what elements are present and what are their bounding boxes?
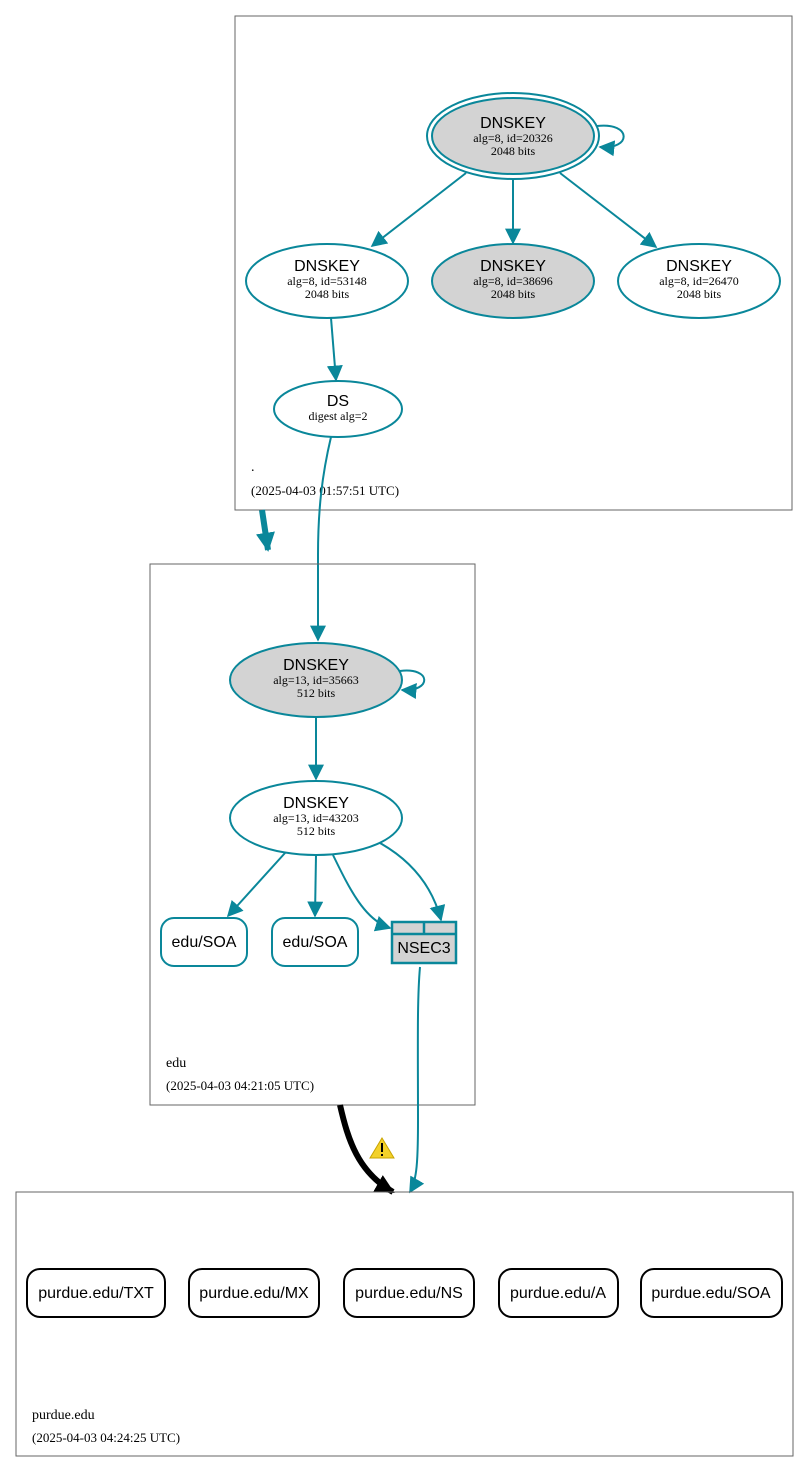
zone-edu-box — [149, 563, 476, 1106]
rrset-edu-soa-1-label: edu/SOA — [172, 934, 237, 951]
zone-root-name: . — [251, 460, 255, 475]
dnskey-edu-zsk[interactable]: DNSKEY alg=13, id=43203 512 bits — [229, 780, 403, 856]
ds-edu[interactable]: DS digest alg=2 — [273, 380, 403, 438]
dnskey-root-zsk-26470[interactable]: DNSKEY alg=8, id=26470 2048 bits — [617, 243, 781, 319]
dnskey-edu-ksk-alg: alg=13, id=35663 — [273, 673, 359, 687]
zone-root: . (2025-04-03 01:57:51 UTC) — [234, 15, 793, 511]
edge-root-ksk-self — [596, 124, 625, 157]
zone-root-box — [234, 15, 793, 511]
ds-edu-digest: digest alg=2 — [308, 409, 367, 423]
ds-edu-title: DS — [327, 393, 349, 410]
edge-nsec3-to-purdue — [409, 966, 425, 1194]
zone-root-timestamp: (2025-04-03 01:57:51 UTC) — [251, 483, 399, 498]
zone-purdue-box — [15, 1191, 794, 1457]
nsec3-record[interactable]: NSEC3 — [390, 920, 458, 965]
edge-delegation-root-edu — [255, 509, 275, 552]
rrset-purdue-a-label: purdue.edu/A — [510, 1285, 606, 1302]
edge-edu-ksk-self — [399, 669, 426, 699]
rrset-purdue-ns-label: purdue.edu/NS — [355, 1285, 463, 1302]
dnskey-edu-ksk-title: DNSKEY — [283, 657, 349, 674]
rrset-purdue-ns[interactable]: purdue.edu/NS — [343, 1268, 475, 1318]
dnskey-root-zsk-38696-bits: 2048 bits — [491, 287, 536, 301]
dnskey-root-zsk-53148[interactable]: DNSKEY alg=8, id=53148 2048 bits — [245, 243, 409, 319]
dnskey-edu-zsk-bits: 512 bits — [297, 824, 336, 838]
dnskey-root-zsk-26470-alg: alg=8, id=26470 — [659, 274, 739, 288]
dnskey-root-zsk-53148-bits: 2048 bits — [305, 287, 350, 301]
rrset-purdue-mx-label: purdue.edu/MX — [199, 1285, 309, 1302]
zone-edu-timestamp: (2025-04-03 04:21:05 UTC) — [166, 1078, 314, 1093]
rrset-edu-soa-2-label: edu/SOA — [283, 934, 348, 951]
rrset-purdue-mx[interactable]: purdue.edu/MX — [188, 1268, 320, 1318]
rrset-purdue-txt-label: purdue.edu/TXT — [38, 1285, 154, 1302]
dnskey-root-ksk-bits: 2048 bits — [491, 144, 536, 158]
edge-ds-to-edu-ksk — [310, 436, 332, 642]
dnskey-root-ksk-title: DNSKEY — [480, 115, 546, 132]
rrset-purdue-soa[interactable]: purdue.edu/SOA — [640, 1268, 783, 1318]
rrset-purdue-txt[interactable]: purdue.edu/TXT — [26, 1268, 166, 1318]
dnskey-root-zsk-38696-alg: alg=8, id=38696 — [473, 274, 553, 288]
dnskey-edu-ksk[interactable]: DNSKEY alg=13, id=35663 512 bits — [229, 642, 403, 718]
dnskey-root-ksk[interactable]: DNSKEY alg=8, id=20326 2048 bits — [426, 92, 600, 180]
rrset-purdue-a[interactable]: purdue.edu/A — [498, 1268, 619, 1318]
edge-root-ksk-to-26470 — [559, 172, 658, 248]
dnskey-edu-ksk-bits: 512 bits — [297, 686, 336, 700]
dnskey-root-zsk-26470-title: DNSKEY — [666, 258, 732, 275]
zone-edu: edu (2025-04-03 04:21:05 UTC) — [149, 563, 476, 1106]
warning-icon[interactable] — [369, 1137, 395, 1159]
edge-53148-to-ds — [326, 317, 343, 382]
edge-edu-zsk-to-soa1 — [226, 852, 286, 918]
zone-purdue-timestamp: (2025-04-03 04:24:25 UTC) — [32, 1430, 180, 1445]
dnskey-root-zsk-53148-alg: alg=8, id=53148 — [287, 274, 367, 288]
edge-edu-zsk-to-nsec3-a — [332, 854, 392, 932]
nsec3-label: NSEC3 — [397, 940, 450, 957]
dnskey-root-zsk-38696-title: DNSKEY — [480, 258, 546, 275]
edge-edu-zsk-to-soa2 — [307, 854, 324, 918]
rrset-purdue-soa-label: purdue.edu/SOA — [651, 1285, 771, 1302]
dnskey-edu-zsk-alg: alg=13, id=43203 — [273, 811, 359, 825]
edge-root-ksk-to-53148 — [370, 172, 467, 247]
zone-edu-name: edu — [166, 1056, 186, 1071]
edge-delegation-edu-purdue — [337, 1104, 395, 1195]
rrset-edu-soa-2[interactable]: edu/SOA — [271, 917, 359, 967]
dnskey-edu-zsk-title: DNSKEY — [283, 795, 349, 812]
rrset-edu-soa-1[interactable]: edu/SOA — [160, 917, 248, 967]
edge-edu-zsk-to-nsec3-b — [379, 842, 446, 922]
dnskey-root-zsk-53148-title: DNSKEY — [294, 258, 360, 275]
zone-purdue-name: purdue.edu — [32, 1408, 95, 1423]
dnskey-root-ksk-alg: alg=8, id=20326 — [473, 131, 553, 145]
dnskey-root-zsk-26470-bits: 2048 bits — [677, 287, 722, 301]
zone-purdue: purdue.edu (2025-04-03 04:24:25 UTC) — [15, 1191, 794, 1457]
dnskey-root-zsk-38696[interactable]: DNSKEY alg=8, id=38696 2048 bits — [431, 243, 595, 319]
